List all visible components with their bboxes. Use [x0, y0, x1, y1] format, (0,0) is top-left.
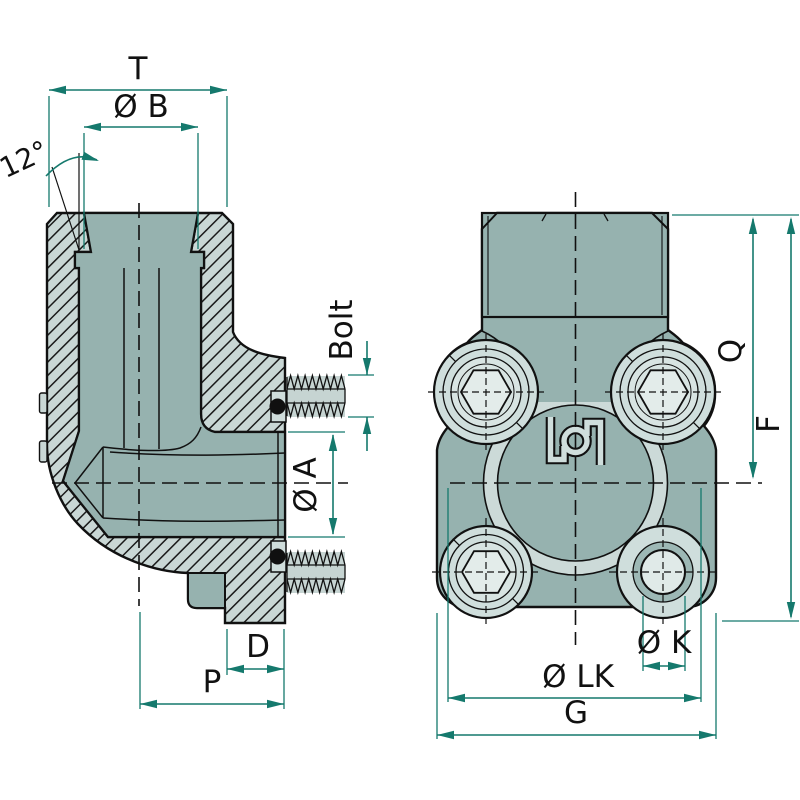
label-G: G: [564, 695, 588, 731]
stud-top: [286, 372, 346, 420]
manufacturer-logo-icon: [545, 417, 606, 465]
bolt-boss-bottom-left: [438, 524, 534, 620]
label-angle: 12°: [0, 134, 53, 185]
label-Q: Q: [713, 339, 749, 363]
label-F: F: [751, 415, 787, 433]
left-wall-land: [38, 440, 48, 463]
label-LK: Ø LK: [542, 659, 615, 695]
k-hole: [640, 549, 686, 595]
section-bore: [61, 211, 287, 539]
dim-T: T: [48, 51, 228, 207]
dim-K: Ø K: [637, 596, 692, 671]
label-B: Ø B: [113, 89, 169, 125]
label-T: T: [128, 51, 149, 87]
dimensions-layer: T Ø B 12° Bolt: [0, 51, 799, 740]
dim-F: F: [722, 217, 799, 622]
section-bore-details: [74, 268, 286, 537]
dim-G: G: [436, 613, 717, 740]
seal-pockets: [269, 390, 287, 573]
dim-D: D: [226, 629, 285, 709]
dim-bolt: Bolt: [324, 299, 374, 451]
dim-P: P: [139, 612, 284, 709]
dim-B: Ø B: [83, 89, 199, 249]
flange-lip: [187, 572, 226, 609]
dim-Q: Q: [672, 214, 799, 479]
front-view: [428, 192, 762, 645]
bolt-hole-bottom-right: [615, 524, 711, 620]
label-bolt: Bolt: [324, 299, 360, 360]
stud-bottom: [286, 548, 346, 596]
label-K: Ø K: [637, 625, 692, 661]
bolt-crosshairs: [428, 334, 721, 626]
label-P: P: [203, 664, 222, 700]
label-A: Ø A: [288, 457, 324, 512]
dim-A: Ø A: [288, 431, 345, 538]
o-ring-seal: [269, 398, 286, 415]
section-view: [38, 203, 348, 625]
tube-stub: [480, 211, 670, 319]
o-ring-seal: [269, 548, 286, 565]
dim-LK: Ø LK: [447, 488, 702, 703]
label-D: D: [246, 629, 270, 665]
left-wall-land: [38, 392, 48, 414]
